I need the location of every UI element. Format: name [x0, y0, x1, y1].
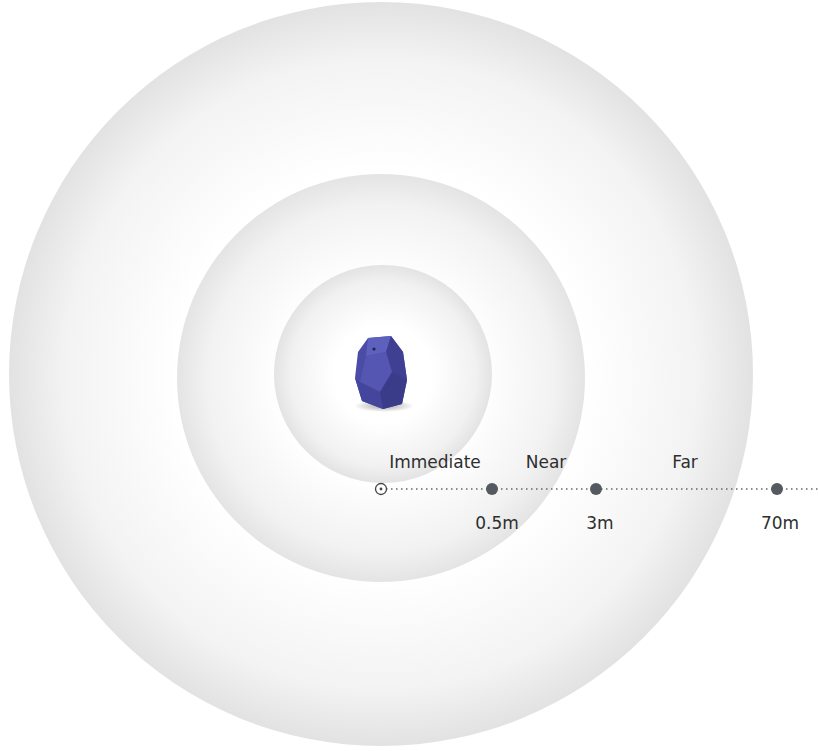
distance-label: 70m	[761, 513, 799, 533]
zone-label: Near	[526, 452, 567, 472]
near-zone	[177, 174, 585, 582]
distance-label: 3m	[586, 513, 613, 533]
immediate-zone	[274, 265, 492, 483]
zone-label: Immediate	[389, 452, 481, 472]
distance-label: 0.5m	[475, 513, 519, 533]
distance-axis	[376, 483, 818, 495]
far-zone	[9, 2, 753, 746]
zone-label: Far	[672, 452, 698, 472]
beacon	[355, 336, 407, 409]
